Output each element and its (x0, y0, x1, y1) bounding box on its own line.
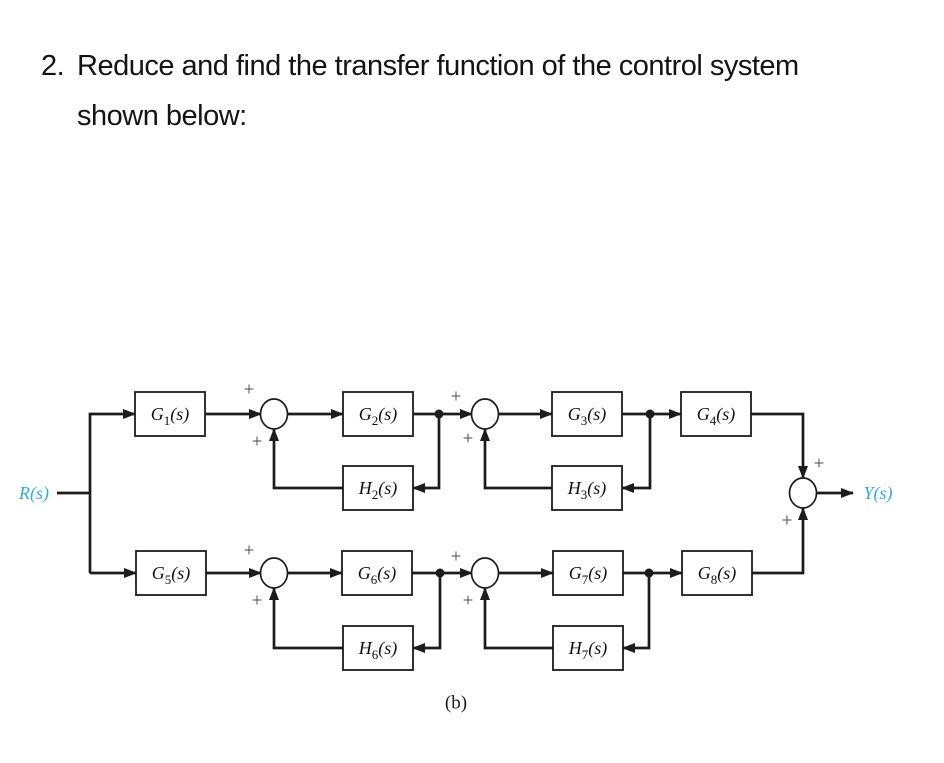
takeoff-dot-1 (434, 409, 444, 419)
sum1-plus-bottom: + (252, 432, 263, 453)
wire-trunk-to-g1 (88, 409, 136, 573)
block-g7-box (552, 550, 624, 596)
takeoff-dot-2 (645, 409, 655, 419)
block-g7-label: G7(s) (569, 563, 608, 587)
wire-g8-to-output-sum (752, 507, 808, 575)
block-g7: G7(s) (552, 550, 624, 596)
sum3-plus-top: + (244, 541, 255, 562)
takeoff-dot-4 (644, 568, 654, 578)
wire-h7-to-sum4 (480, 587, 553, 650)
sum4-plus-top: + (451, 547, 462, 568)
wire-takeoff2-to-h3 (621, 414, 652, 493)
block-h7-label: H7(s) (568, 638, 608, 662)
output-sum-plus-bottom: + (782, 511, 793, 532)
block-h2-box (342, 465, 414, 511)
block-g2: G2(s) (342, 391, 414, 437)
figure-caption: (b) (445, 693, 467, 714)
sum-junction-3 (259, 557, 289, 589)
block-g8-label: G8(s) (698, 563, 737, 587)
block-h3: H3(s) (551, 465, 623, 511)
wire-takeoff4-to-h7 (622, 573, 651, 653)
wire-h3-to-sum2 (480, 428, 552, 490)
block-g2-box (342, 391, 414, 437)
sum-junction-4 (470, 557, 500, 589)
block-g8-box (681, 550, 753, 596)
block-g5-box (135, 550, 207, 596)
block-h6: H6(s) (342, 625, 414, 671)
sum-junction-1 (259, 398, 289, 430)
block-g3: G3(s) (551, 391, 623, 437)
block-h3-box (551, 465, 623, 511)
block-h6-box (342, 625, 414, 671)
block-g4-box (680, 391, 752, 437)
block-g8: G8(s) (681, 550, 753, 596)
wire-h2-to-sum1 (269, 428, 343, 490)
output-sum-plus-top: + (814, 454, 825, 475)
wire-g4-to-output-sum (751, 412, 808, 479)
sum1-plus-top: + (244, 380, 255, 401)
wire-h6-to-sum3 (269, 587, 343, 650)
sum4-plus-bottom: + (463, 591, 474, 612)
wire-takeoff1-to-h2 (412, 414, 441, 493)
takeoff-dot-3 (435, 568, 445, 578)
block-g6-label: G6(s) (358, 563, 397, 587)
block-h3-label: H3(s) (567, 478, 607, 502)
block-g4-label: G4(s) (697, 404, 736, 428)
block-g1: G1(s) (134, 391, 206, 437)
question-number: 2. (41, 50, 65, 82)
sum-junction-2 (470, 398, 500, 430)
input-signal-label: R(s) (18, 483, 49, 504)
block-g5-label: G5(s) (152, 563, 191, 587)
block-h7: H7(s) (552, 625, 624, 671)
output-signal-label: Y(s) (863, 483, 892, 504)
sum2-plus-bottom: + (463, 429, 474, 450)
block-g5: G5(s) (135, 550, 207, 596)
block-h2-label: H2(s) (358, 478, 398, 502)
question-text-line1: Reduce and find the transfer function of… (77, 50, 799, 82)
block-g3-label: G3(s) (568, 404, 607, 428)
block-g1-label: G1(s) (151, 404, 190, 428)
block-g6: G6(s) (341, 550, 413, 596)
signal-wires (57, 409, 854, 653)
block-h6-label: H6(s) (358, 638, 398, 662)
sum2-plus-top: + (451, 387, 462, 408)
question-text-line2: shown below: (77, 100, 247, 132)
block-g4: G4(s) (680, 391, 752, 437)
block-h2: H2(s) (342, 465, 414, 511)
block-g2-label: G2(s) (359, 404, 398, 428)
block-g1-box (134, 391, 206, 437)
block-g3-box (551, 391, 623, 437)
block-g6-box (341, 550, 413, 596)
block-h7-box (552, 625, 624, 671)
sum3-plus-bottom: + (252, 591, 263, 612)
output-sum-junction (788, 477, 818, 509)
wire-takeoff3-to-h6 (412, 573, 442, 653)
